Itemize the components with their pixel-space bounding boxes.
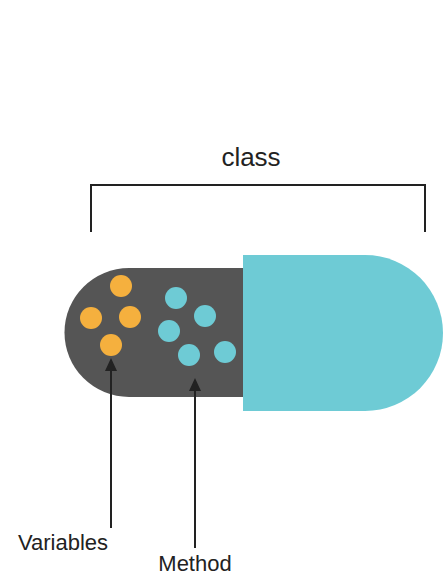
class-label: class <box>221 144 280 170</box>
variable-dot <box>100 334 122 356</box>
callout-label: Method <box>158 553 231 575</box>
callout-label: Variables <box>18 532 108 554</box>
method-dot <box>158 320 180 342</box>
arrow-head <box>189 378 201 391</box>
variable-dot <box>119 306 141 328</box>
method-dot <box>178 344 200 366</box>
method-dot <box>194 305 216 327</box>
leader-line <box>110 368 112 528</box>
class-bracket <box>91 185 425 232</box>
leader-line <box>194 388 196 548</box>
method-dot <box>214 341 236 363</box>
variable-dot <box>80 307 102 329</box>
variable-dot <box>110 275 132 297</box>
capsule-left-half <box>65 268 244 397</box>
arrow-head <box>105 358 117 371</box>
capsule-right-half <box>243 255 443 411</box>
method-dot <box>165 287 187 309</box>
